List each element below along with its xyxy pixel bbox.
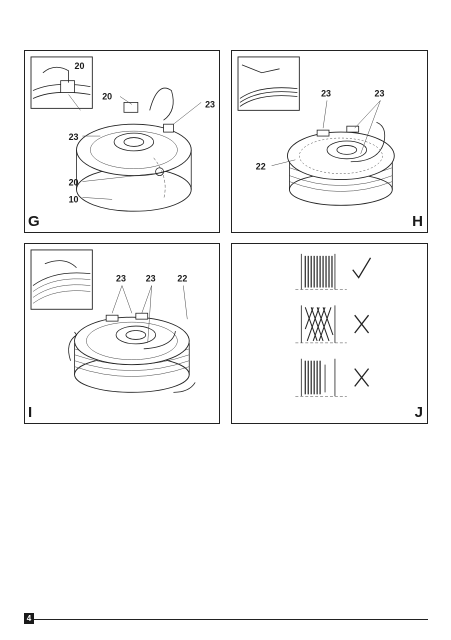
- callout-label: 23: [69, 132, 79, 142]
- figure-letter: I: [28, 404, 33, 421]
- figure-letter: H: [412, 213, 423, 230]
- callout-label: 23: [375, 88, 385, 98]
- figure-panel-i: 23 23 22 I: [24, 243, 220, 424]
- cross-icon: [354, 368, 370, 387]
- figure-panel-h: 23 23 22 H: [231, 50, 428, 233]
- callout-label: 22: [256, 162, 266, 172]
- figure-panel-j: J: [231, 243, 428, 424]
- check-icon: [352, 257, 372, 279]
- line-wound-spool-illustration: 23 23 22: [30, 249, 196, 393]
- winding-crossed: [295, 305, 370, 344]
- spool-cover-illustration: 20 20 23 23 20 10: [30, 56, 215, 212]
- callout-label: 20: [69, 178, 79, 188]
- figure-letter: J: [414, 404, 423, 421]
- cross-icon: [354, 314, 370, 334]
- callout-label: 23: [116, 274, 126, 284]
- page-number: 4: [24, 613, 34, 624]
- winding-correct: [295, 253, 372, 290]
- callout-label: 20: [75, 61, 85, 71]
- winding-uneven: [295, 358, 370, 397]
- figure-letter: G: [28, 213, 40, 230]
- footer-rule: [24, 619, 428, 620]
- callout-label: 22: [177, 274, 187, 284]
- winding-examples-illustration: [295, 253, 372, 397]
- figure-panel-g: 20 20 23 23 20 10 G: [24, 50, 220, 233]
- callout-label: 20: [102, 91, 112, 101]
- spool-winding-illustration: 23 23 22: [237, 56, 395, 206]
- callout-label: 23: [205, 99, 215, 109]
- callout-label: 10: [69, 194, 79, 204]
- callout-label: 23: [146, 274, 156, 284]
- callout-label: 23: [321, 88, 331, 98]
